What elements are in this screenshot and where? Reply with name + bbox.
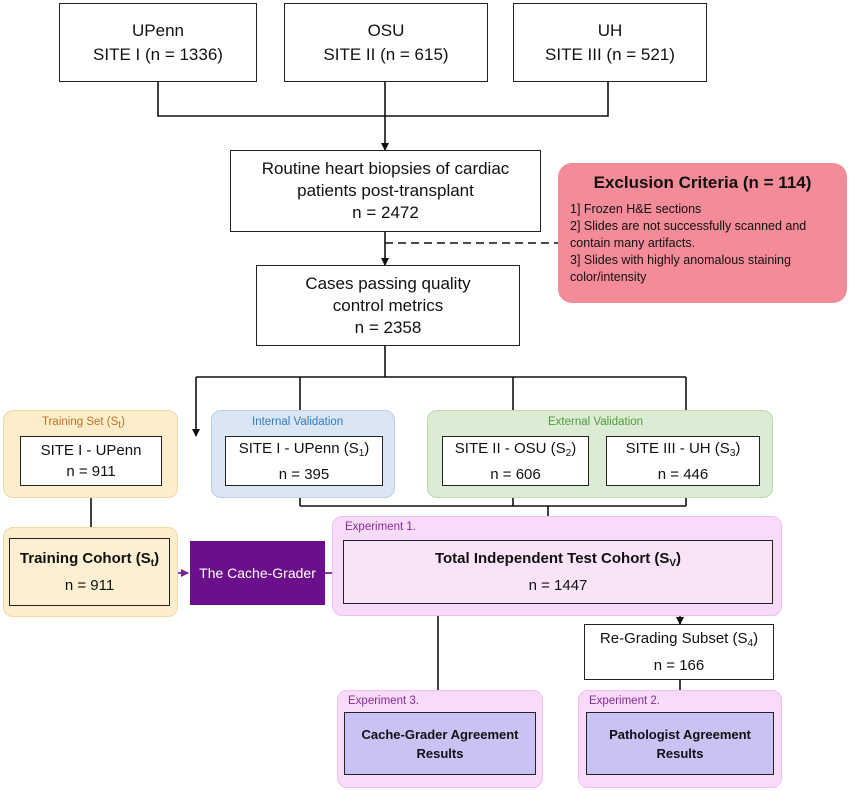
test-cohort-box: Total Independent Test Cohort (SV) n = 1… xyxy=(343,540,773,604)
quality-count: n = 2358 xyxy=(354,317,422,337)
internal-count: n = 395 xyxy=(278,465,330,483)
cache-results-line1: Cache-Grader Agreement xyxy=(361,726,519,742)
regrading-subset-box: Re-Grading Subset (S4) n = 166 xyxy=(584,624,774,680)
site-uh-box: UH SITE III (n = 521) xyxy=(513,3,707,82)
regrading-title: Re-Grading Subset (S4) xyxy=(599,629,759,649)
routine-count: n = 2472 xyxy=(352,203,419,222)
training-set-box: SITE I - UPenn n = 911 xyxy=(20,436,162,486)
cache-grader-results-box: Cache-Grader Agreement Results xyxy=(344,712,536,775)
cache-results-line2: Results xyxy=(416,745,464,761)
pathologist-results-line2: Results xyxy=(656,745,704,761)
connector-split xyxy=(196,346,686,378)
routine-line1: Routine heart biopsies of cardiac xyxy=(261,159,510,178)
external-osu-box: SITE II - OSU (S2) n = 606 xyxy=(442,436,589,486)
site-name: UPenn xyxy=(132,20,184,40)
exclusion-title: Exclusion Criteria (n = 114) xyxy=(593,173,812,192)
internal-site: SITE I - UPenn (S1) xyxy=(238,439,370,459)
training-set-label: Training Set (St) xyxy=(42,416,125,431)
training-cohort-title: Training Cohort (St) xyxy=(19,549,160,569)
training-set-site: SITE I - UPenn xyxy=(40,442,142,459)
site-label: SITE III (n = 521) xyxy=(545,44,675,64)
experiment3-label: Experiment 3. xyxy=(348,695,419,707)
site-name: UH xyxy=(597,20,623,40)
exclusion-item: 2] Slides are not successfully scanned a… xyxy=(570,219,807,250)
routine-line2: patients post-transplant xyxy=(297,181,474,200)
site-upenn-box: UPenn SITE I (n = 1336) xyxy=(59,3,257,82)
training-cohort-count: n = 911 xyxy=(64,576,115,594)
test-cohort-title: Total Independent Test Cohort (SV) xyxy=(434,549,682,569)
site-osu-box: OSU SITE II (n = 615) xyxy=(284,3,488,82)
regrading-count: n = 166 xyxy=(653,656,705,674)
experiment2-label: Experiment 2. xyxy=(589,695,660,707)
internal-validation-box: SITE I - UPenn (S1) n = 395 xyxy=(225,436,383,486)
exclusion-item: 1] Frozen H&E sections xyxy=(570,202,702,216)
experiment1-label: Experiment 1. xyxy=(345,521,416,533)
quality-line2: control metrics xyxy=(332,295,444,315)
exclusion-criteria-box: Exclusion Criteria (n = 114) 1] Frozen H… xyxy=(558,163,847,303)
uh-site: SITE III - UH (S3) xyxy=(625,439,741,459)
site-label: SITE II (n = 615) xyxy=(323,44,449,64)
quality-line1: Cases passing quality xyxy=(305,273,471,293)
test-cohort-count: n = 1447 xyxy=(528,576,588,594)
training-cohort-box: Training Cohort (St) n = 911 xyxy=(9,538,170,606)
pathologist-results-line1: Pathologist Agreement xyxy=(609,726,751,742)
exclusion-item: 3] Slides with highly anomalous staining… xyxy=(570,253,791,284)
external-validation-label: External Validation xyxy=(548,416,644,428)
routine-biopsies-box: Routine heart biopsies of cardiac patien… xyxy=(230,150,541,232)
uh-count: n = 446 xyxy=(657,465,709,483)
osu-site: SITE II - OSU (S2) xyxy=(454,439,577,459)
site-label: SITE I (n = 1336) xyxy=(93,44,223,64)
external-uh-box: SITE III - UH (S3) n = 446 xyxy=(606,436,760,486)
connector-sites xyxy=(157,82,609,117)
cache-grader-box: The Cache-Grader xyxy=(190,541,325,605)
quality-control-box: Cases passing quality control metrics n … xyxy=(256,265,520,346)
pathologist-results-box: Pathologist Agreement Results xyxy=(586,712,774,775)
internal-validation-label: Internal Validation xyxy=(252,416,344,428)
training-set-count: n = 911 xyxy=(66,463,116,480)
site-name: OSU xyxy=(367,20,405,40)
osu-count: n = 606 xyxy=(490,465,541,483)
